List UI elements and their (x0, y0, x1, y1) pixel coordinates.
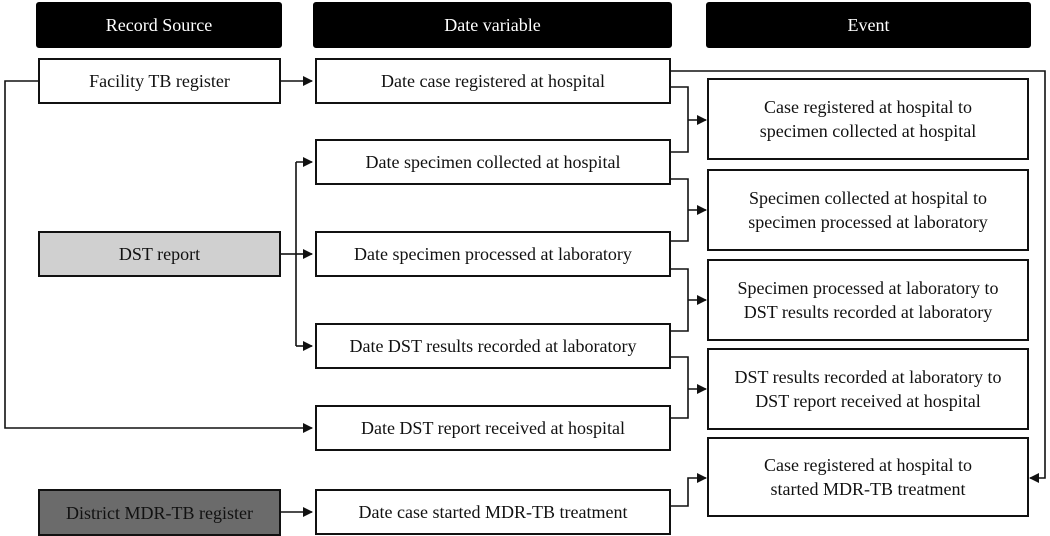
header-date-variable: Date variable (313, 2, 672, 48)
header-record-source: Record Source (36, 2, 282, 48)
date-dst-results-recorded: Date DST results recorded at laboratory (315, 323, 671, 369)
event-recorded-to-received: DST results recorded at laboratory to DS… (707, 348, 1029, 430)
header-event: Event (706, 2, 1031, 48)
source-facility-tb-register: Facility TB register (38, 58, 281, 104)
event-processed-to-recorded: Specimen processed at laboratory to DST … (707, 259, 1029, 341)
event-collected-to-processed: Specimen collected at hospital to specim… (707, 169, 1029, 251)
event-registered-to-treatment: Case registered at hospital to started M… (707, 437, 1029, 517)
arrow-event2 (671, 178, 706, 242)
source-district-mdr-tb-register: District MDR-TB register (38, 489, 281, 536)
source-dst-report: DST report (38, 231, 281, 277)
event-registered-to-collected: Case registered at hospital to specimen … (707, 78, 1029, 160)
date-dst-report-received: Date DST report received at hospital (315, 405, 671, 451)
arrow-event1 (671, 86, 706, 153)
date-case-registered: Date case registered at hospital (315, 58, 671, 104)
date-mdr-treatment-started: Date case started MDR-TB treatment (315, 489, 671, 535)
arrow-event3 (671, 268, 706, 332)
arrow-event5-from-registered (671, 70, 1046, 483)
arrow-event4 (671, 356, 706, 419)
arrow-event5-from-treatment (671, 473, 707, 507)
date-specimen-processed: Date specimen processed at laboratory (315, 231, 671, 277)
arrow-facility-to-report-received (4, 80, 313, 433)
date-specimen-collected: Date specimen collected at hospital (315, 139, 671, 185)
